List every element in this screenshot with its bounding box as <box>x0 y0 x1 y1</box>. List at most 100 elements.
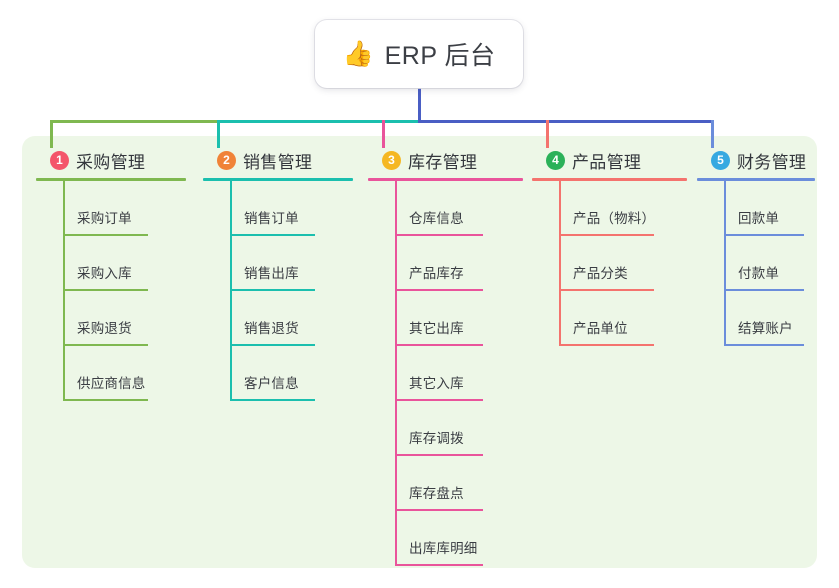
connector-drop-4 <box>546 120 549 148</box>
leaf-item-rule <box>395 399 483 401</box>
column-4: 4 产品管理产品（物料） 产品分类产品单位 <box>532 148 687 346</box>
connector-drop-5 <box>711 120 714 148</box>
connector-drop-1 <box>50 120 53 148</box>
leaf-item[interactable]: 回款单 <box>724 181 815 236</box>
leaf-item-label: 库存盘点 <box>409 486 464 501</box>
leaf-item-rule <box>395 344 483 346</box>
root-node[interactable]: 👍 ERP 后台 <box>315 20 523 88</box>
leaf-item-label: 仓库信息 <box>409 211 464 226</box>
leaf-item-label: 库存调拨 <box>409 431 464 446</box>
column-header-5[interactable]: 5 财务管理 <box>697 148 815 172</box>
leaf-item-rule <box>230 289 315 291</box>
leaf-item[interactable]: 产品单位 <box>559 291 687 346</box>
leaf-item-rule <box>724 344 804 346</box>
leaf-item[interactable]: 采购入库 <box>63 236 186 291</box>
leaf-item-label: 其它入库 <box>409 376 464 391</box>
leaf-item[interactable]: 采购订单 <box>63 181 186 236</box>
column-body-1: 采购订单采购入库采购退货供应商信息 <box>63 181 186 401</box>
leaf-item-label: 产品库存 <box>409 266 464 281</box>
leaf-item[interactable]: 产品分类 <box>559 236 687 291</box>
leaf-item-label: 采购订单 <box>77 211 132 226</box>
connector-bus-segment-3 <box>418 120 714 123</box>
leaf-item-rule <box>559 344 654 346</box>
root-node-title: ERP 后台 <box>384 42 496 70</box>
leaf-item[interactable]: 付款单 <box>724 236 815 291</box>
leaf-item[interactable]: 采购退货 <box>63 291 186 346</box>
leaf-item[interactable]: 产品库存 <box>395 236 523 291</box>
column-underline-4 <box>532 178 687 181</box>
connector-drop-2 <box>217 120 220 148</box>
leaf-item[interactable]: 产品（物料） <box>559 181 687 236</box>
leaf-item-label: 付款单 <box>738 266 780 281</box>
leaf-item-rule <box>724 234 804 236</box>
column-body-2: 销售订单销售出库销售退货客户信息 <box>230 181 353 401</box>
leaf-item-label: 出库库明细 <box>409 541 478 556</box>
thumbs-up-icon: 👍 <box>342 39 374 68</box>
leaf-item-label: 采购退货 <box>77 321 132 336</box>
column-spine-5 <box>724 181 726 346</box>
leaf-item[interactable]: 库存盘点 <box>395 456 523 511</box>
leaf-item-rule <box>395 564 483 566</box>
column-badge-5: 5 <box>711 150 730 170</box>
leaf-item[interactable]: 销售出库 <box>230 236 353 291</box>
column-header-1[interactable]: 1 采购管理 <box>36 148 186 172</box>
leaf-item-rule <box>395 509 483 511</box>
leaf-item-rule <box>395 289 483 291</box>
connector-bus-segment-1 <box>50 120 217 123</box>
column-badge-1: 1 <box>50 150 69 170</box>
leaf-item-rule <box>230 399 315 401</box>
leaf-item-rule <box>230 344 315 346</box>
leaf-item-label: 销售订单 <box>244 211 299 226</box>
column-underline-1 <box>36 178 186 181</box>
leaf-item[interactable]: 供应商信息 <box>63 346 186 401</box>
leaf-item-label: 回款单 <box>738 211 780 226</box>
leaf-item-label: 采购入库 <box>77 266 132 281</box>
column-title-1: 采购管理 <box>76 152 146 172</box>
leaf-item-rule <box>724 289 804 291</box>
leaf-item-rule <box>395 234 483 236</box>
leaf-item[interactable]: 客户信息 <box>230 346 353 401</box>
column-body-3: 仓库信息产品库存其它出库其它入库库存调拨库存盘点出库库明细 <box>395 181 523 566</box>
diagram-background-panel <box>22 136 817 568</box>
leaf-item[interactable]: 库存调拨 <box>395 401 523 456</box>
column-spine-2 <box>230 181 232 401</box>
leaf-item-label: 结算账户 <box>738 321 793 336</box>
leaf-item-label: 产品（物料） <box>573 211 656 226</box>
column-title-2: 销售管理 <box>243 152 313 172</box>
connector-drop-3 <box>382 120 385 148</box>
leaf-item-rule <box>63 344 148 346</box>
column-title-3: 库存管理 <box>408 152 478 172</box>
connector-bus-segment-2 <box>217 120 421 123</box>
leaf-item-rule <box>559 234 654 236</box>
leaf-item[interactable]: 结算账户 <box>724 291 815 346</box>
leaf-item[interactable]: 销售订单 <box>230 181 353 236</box>
leaf-item-label: 客户信息 <box>244 376 299 391</box>
column-badge-3: 3 <box>382 150 401 170</box>
leaf-item-label: 销售出库 <box>244 266 299 281</box>
column-1: 1 采购管理采购订单采购入库采购退货供应商信息 <box>36 148 186 401</box>
column-badge-4: 4 <box>546 150 565 170</box>
leaf-item[interactable]: 其它入库 <box>395 346 523 401</box>
leaf-item[interactable]: 其它出库 <box>395 291 523 346</box>
leaf-item-rule <box>63 234 148 236</box>
column-title-5: 财务管理 <box>737 152 807 172</box>
leaf-item-rule <box>63 289 148 291</box>
leaf-item-label: 供应商信息 <box>77 376 146 391</box>
leaf-item[interactable]: 出库库明细 <box>395 511 523 566</box>
column-header-4[interactable]: 4 产品管理 <box>532 148 687 172</box>
column-title-4: 产品管理 <box>572 152 642 172</box>
leaf-item-label: 产品分类 <box>573 266 628 281</box>
leaf-item[interactable]: 销售退货 <box>230 291 353 346</box>
column-header-3[interactable]: 3 库存管理 <box>368 148 523 172</box>
column-5: 5 财务管理回款单付款单结算账户 <box>697 148 815 346</box>
column-body-4: 产品（物料） 产品分类产品单位 <box>559 181 687 346</box>
leaf-item-rule <box>395 454 483 456</box>
column-underline-5 <box>697 178 815 181</box>
column-body-5: 回款单付款单结算账户 <box>724 181 815 346</box>
column-spine-1 <box>63 181 65 401</box>
column-underline-3 <box>368 178 523 181</box>
leaf-item[interactable]: 仓库信息 <box>395 181 523 236</box>
column-3: 3 库存管理仓库信息产品库存其它出库其它入库库存调拨库存盘点出库库明细 <box>368 148 523 566</box>
